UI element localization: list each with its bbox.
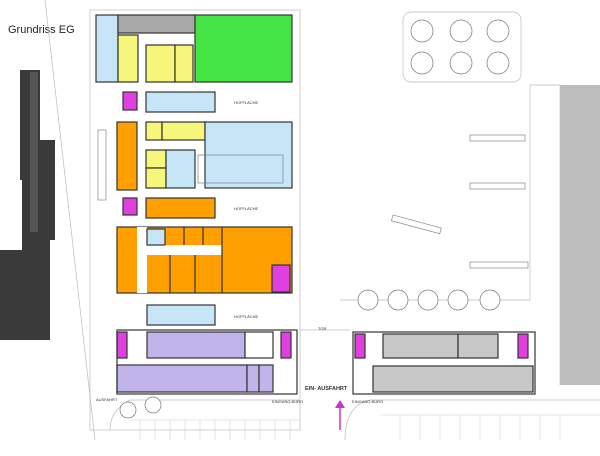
hof-label-3: HOFFLÄCHE bbox=[234, 314, 259, 319]
building-workshop bbox=[116, 226, 293, 326]
building-north bbox=[95, 14, 293, 113]
tor-label: TOR bbox=[318, 326, 326, 331]
building-middle bbox=[116, 121, 293, 219]
office-east bbox=[352, 331, 536, 395]
hof-label-2: HOFFLÄCHE bbox=[234, 206, 259, 211]
eingang-buero-label-2: EINGANG BÜRO bbox=[352, 399, 383, 404]
ein-ausfahrt-label: EIN- AUSFAHRT bbox=[305, 386, 348, 392]
office-west bbox=[116, 329, 298, 395]
plan-title: Grundriss EG bbox=[8, 24, 75, 36]
parking-lines bbox=[130, 414, 600, 440]
trees bbox=[119, 11, 522, 419]
eingang-buero-label-1: EINGANG BÜRO bbox=[272, 399, 303, 404]
ausfahrt-label: AUSFAHRT bbox=[96, 397, 118, 402]
east-building bbox=[560, 85, 600, 385]
neighbor-buildings bbox=[0, 0, 96, 441]
plan-labels: HOFFLÄCHE HOFFLÄCHE HOFFLÄCHE EIN- AUSFA… bbox=[96, 100, 383, 404]
hof-label-1: HOFFLÄCHE bbox=[234, 100, 259, 105]
entry-arrow-icon bbox=[335, 400, 345, 430]
trucks bbox=[97, 129, 529, 269]
